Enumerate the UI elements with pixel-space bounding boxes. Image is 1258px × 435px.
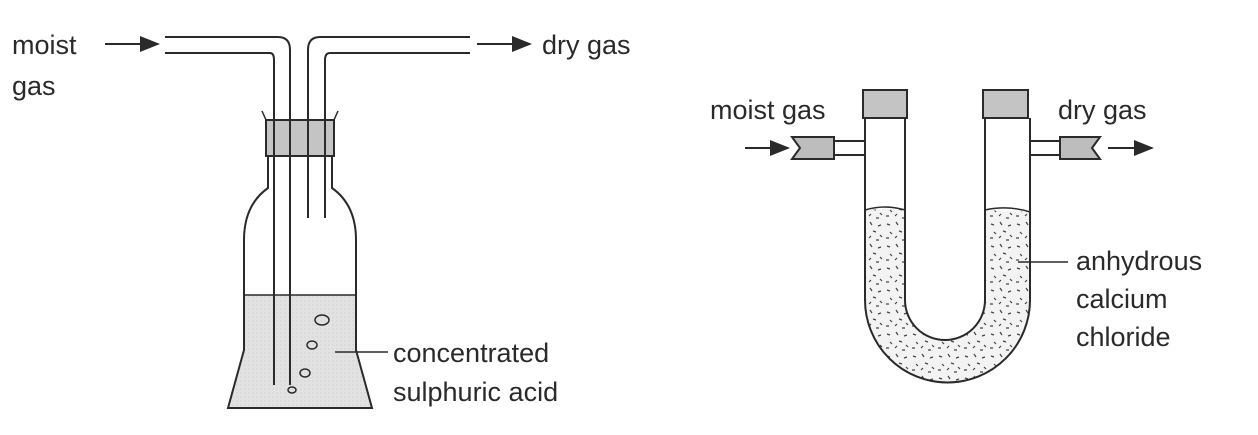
calcium-chloride-granules — [865, 208, 1030, 383]
u-tube-outline — [864, 118, 1031, 384]
drying-bottle-apparatus: moist gas dry gas concentrated sulphuric… — [12, 30, 631, 409]
right-reagent-label-line2: calcium — [1076, 284, 1168, 314]
u-tube-stopper-left — [862, 89, 908, 119]
u-tube-apparatus: moist gas dry gas anhydrous calcium chlo… — [710, 89, 1202, 384]
rubber-connector-left — [790, 136, 835, 160]
left-inlet-label-line1: moist — [12, 30, 77, 60]
bottle-outline — [226, 155, 374, 409]
right-inlet-label: moist gas — [710, 95, 826, 125]
left-outlet-label: dry gas — [542, 30, 631, 60]
inlet-tube — [165, 36, 291, 385]
right-outlet-label: dry gas — [1058, 95, 1147, 125]
left-inlet-label-line2: gas — [12, 71, 56, 101]
u-tube-side-arm-left — [830, 140, 865, 156]
outlet-tube — [307, 36, 470, 218]
u-tube-stopper-right — [982, 89, 1029, 119]
right-reagent-label-line1: anhydrous — [1076, 246, 1202, 276]
right-reagent-label-line3: chloride — [1076, 322, 1171, 352]
rubber-connector-right — [1059, 136, 1102, 160]
left-reagent-label-line2: sulphuric acid — [393, 377, 558, 407]
bottle-stopper — [265, 119, 335, 157]
left-reagent-label-line1: concentrated — [393, 338, 549, 368]
gas-bubbles — [287, 314, 330, 394]
u-tube-side-arm-right — [1030, 140, 1063, 156]
